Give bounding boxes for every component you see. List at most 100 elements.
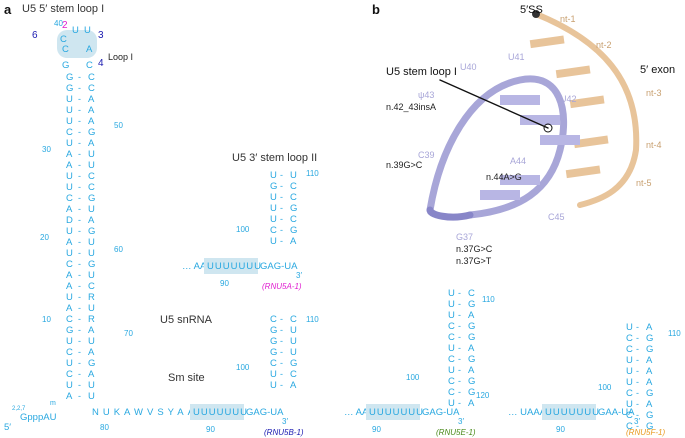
stem1-right-nt: C (88, 72, 95, 83)
snrna-label: U5 snRNA (160, 314, 212, 326)
gene-rnu5e1: (RNU5E-1) (436, 428, 476, 437)
stem2b-right-nt: U (290, 347, 297, 358)
loop-number-2: 2 (62, 20, 68, 31)
sm-box-e: UUUUUUU (369, 407, 425, 418)
num-40: 40 (54, 19, 63, 28)
stem1-right-nt: U (88, 380, 95, 391)
stem1-left-nt: C (66, 259, 73, 270)
stem2e-left-nt: C (448, 376, 455, 387)
num-90-a: 90 (220, 279, 229, 288)
mut-psi: n.42_43insA (386, 102, 437, 112)
stem2a-right-nt: C (290, 181, 297, 192)
stem1-left-nt: U (66, 182, 73, 193)
stem1-left-nt: U (66, 336, 73, 347)
stem1-left-nt: A (66, 204, 73, 215)
num-110-f: 110 (668, 329, 681, 338)
stem-base (500, 95, 540, 105)
panel-label-a: a (4, 2, 12, 17)
stem1-left-nt: A (66, 237, 73, 248)
stem1-left-nt: A (66, 391, 73, 402)
stem2e-right-nt: G (468, 299, 475, 310)
stem2f-left-nt: C (626, 410, 633, 421)
cap-m: m (50, 400, 56, 407)
num-100-a: 100 (236, 225, 250, 234)
num-110-b: 110 (306, 315, 319, 324)
stem2e-right-nt: G (468, 387, 475, 398)
stem2b-bond: - (280, 358, 283, 368)
stem1-left-nt: A (66, 270, 73, 281)
stem1-bond: - (78, 358, 81, 368)
stem2e-bond: - (458, 310, 461, 320)
gene-rnu5b1: (RNU5B-1) (264, 428, 304, 437)
stem2a-left-nt: U (270, 236, 277, 247)
stem2f-right-nt: A (646, 322, 653, 333)
loop1-nt: G (62, 60, 69, 71)
stem2a-bond: - (280, 203, 283, 213)
nt-5: nt-5 (636, 178, 652, 188)
tail-5e: GAG-UA (422, 407, 460, 418)
stem-backbone-end (426, 206, 474, 221)
stem2b-left-nt: C (270, 314, 277, 325)
stem1-bond: - (78, 116, 81, 126)
num-50: 50 (114, 121, 123, 130)
stem1-left-nt: A (66, 281, 73, 292)
num-110-a: 110 (306, 169, 319, 178)
num-10: 10 (42, 315, 51, 324)
num-90-f: 90 (556, 425, 565, 434)
stem1-bond: - (78, 105, 81, 115)
stem1-right-nt: G (88, 193, 95, 204)
stem2f-right-nt: G (646, 344, 653, 355)
loop-number-4: 4 (98, 58, 104, 69)
stem2f-left-nt: U (626, 377, 633, 388)
gene-rnu5a1: (RNU5A-1) (262, 282, 302, 291)
stem2a-bond: - (280, 236, 283, 246)
prime3-f: 3′ (634, 417, 640, 426)
stem2a-right-nt: G (290, 225, 297, 236)
stem1-right-nt: A (88, 369, 95, 380)
stem2b-right-nt: C (290, 314, 297, 325)
sm-box-highlight-a (204, 258, 258, 274)
res-c45: C45 (548, 212, 565, 222)
tail-b: GAG-UA (246, 407, 284, 418)
num-100-e: 100 (406, 373, 420, 382)
stem2b-bond: - (280, 336, 283, 346)
stem2a-left-nt: U (270, 170, 277, 181)
stem2f-right-nt: A (646, 399, 653, 410)
stem1-bond: - (78, 171, 81, 181)
stem2e-right-nt: G (468, 332, 475, 343)
pointer-line (439, 79, 549, 129)
stem2f-right-nt: G (646, 333, 653, 344)
stem2e-left-nt: U (448, 398, 455, 409)
stem2e-bond: - (458, 376, 461, 386)
stem1-bond: - (78, 314, 81, 324)
num-60: 60 (114, 245, 123, 254)
stem2a-bond: - (280, 214, 283, 224)
pointer-dot (543, 123, 553, 133)
res-u40: U40 (460, 62, 477, 72)
exon-label: 5′ exon (640, 64, 676, 76)
stem1-left-nt: U (66, 105, 73, 116)
stem1-left-nt: G (66, 72, 73, 83)
loop1-nt: U (72, 25, 79, 36)
stem2f-bond: - (636, 388, 639, 398)
stem1-right-nt: A (88, 325, 95, 336)
stem1-left-nt: C (66, 314, 73, 325)
prime3-a: 3′ (296, 271, 302, 280)
stem1-bond: - (78, 182, 81, 192)
stem2a-right-nt: C (290, 192, 297, 203)
stem2b-left-nt: U (270, 369, 277, 380)
stem2e-left-nt: U (448, 310, 455, 321)
stem2a-bond: - (280, 192, 283, 202)
stem2b-bond: - (280, 314, 283, 324)
mut-c39: n.39G>C (386, 160, 423, 170)
stem2f-left-nt: C (626, 388, 633, 399)
stem2b-right-nt: G (290, 358, 297, 369)
stem1-left-nt: U (66, 94, 73, 105)
stem1-left-nt: U (66, 358, 73, 369)
stem1-right-nt: G (88, 226, 95, 237)
stem1-right-nt: U (88, 391, 95, 402)
num-90-e: 90 (372, 425, 381, 434)
stem2a-left-nt: C (270, 225, 277, 236)
stem2b-right-nt: A (290, 380, 297, 391)
stem2f-bond: - (636, 366, 639, 376)
